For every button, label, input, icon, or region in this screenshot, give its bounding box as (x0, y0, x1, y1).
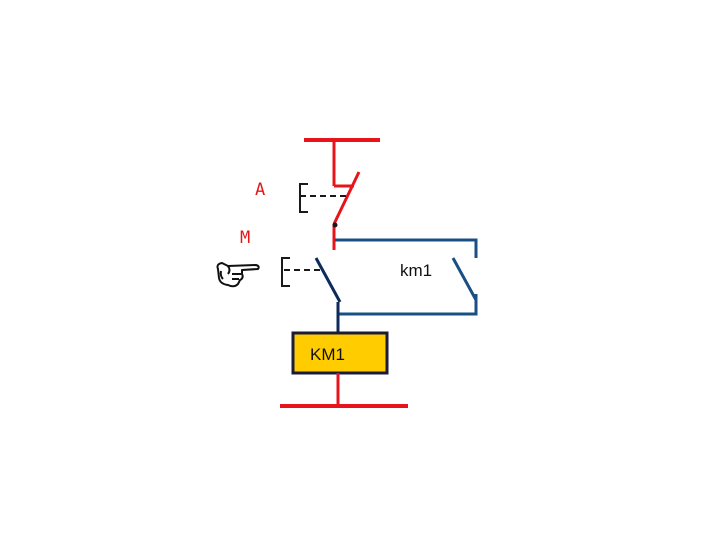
pointing-hand-icon (216, 262, 260, 288)
start-button-contact-blade (314, 257, 342, 303)
holding-contact-blade (451, 257, 478, 301)
holding-contact-km1 (451, 257, 478, 301)
holding-branch-wire (335, 238, 478, 258)
coil-km1 (291, 331, 389, 375)
coil-label: KM1 (310, 345, 345, 364)
stop-button-contact-blade (332, 171, 361, 225)
stop-button-label: A (255, 180, 265, 200)
start-button-actuator (281, 257, 290, 287)
holding-return-wire (338, 294, 478, 316)
holding-contact-label: km1 (400, 261, 432, 280)
start-button-label: M (240, 228, 250, 248)
stop-pushbutton[interactable] (299, 171, 361, 225)
junction-dot (332, 222, 338, 228)
stop-button-actuator (299, 183, 308, 213)
start-pushbutton[interactable] (281, 257, 342, 303)
